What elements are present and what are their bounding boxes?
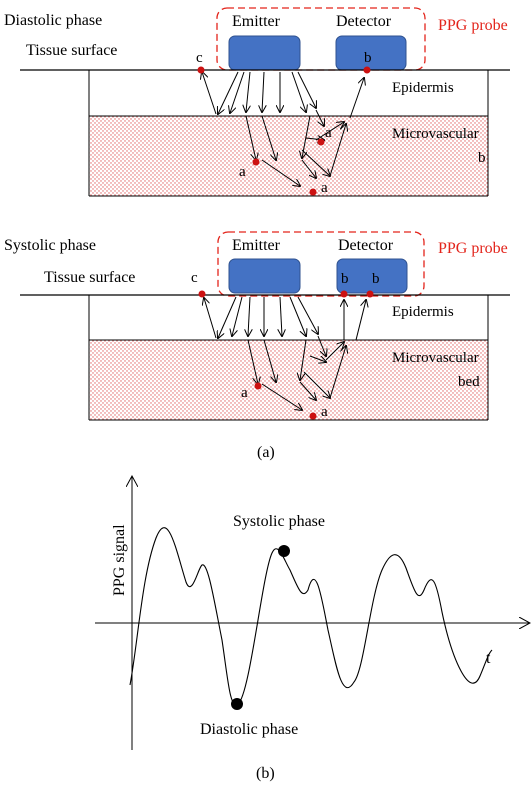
ppg-waveform-panel: PPG signal t Systolic phase Diastolic ph…: [95, 476, 530, 750]
light-ray: [315, 109, 324, 126]
light-ray: [218, 296, 237, 338]
point-a-label: a: [321, 404, 328, 420]
absorption-point-a: [252, 158, 260, 166]
light-ray: [204, 298, 217, 339]
point-b-label: b: [364, 50, 372, 66]
point-c-label: c: [196, 50, 203, 66]
light-ray: [202, 72, 217, 115]
point-c-label: c: [191, 270, 198, 286]
tissue-surface-label: Tissue surface: [26, 42, 117, 59]
point-a-label: a: [241, 385, 248, 401]
light-ray: [261, 159, 300, 186]
microvascular-label: Microvascular: [392, 350, 479, 366]
light-ray: [325, 342, 344, 361]
tissue-surface-label: Tissue surface: [44, 269, 135, 286]
diastolic-trough-marker: [231, 698, 243, 710]
light-ray: [315, 122, 344, 141]
microvascular-bed: [89, 340, 488, 420]
detector-label: Detector: [336, 13, 392, 30]
point-a-label: a: [325, 125, 332, 141]
light-ray: [349, 78, 364, 119]
light-ray: [297, 296, 318, 334]
panel-a-caption: (a): [257, 444, 275, 461]
epidermis-label: Epidermis: [392, 304, 454, 320]
detector-label: Detector: [338, 237, 394, 254]
scatter-point-c: [197, 66, 205, 74]
detector-point-b: [340, 290, 348, 298]
light-ray: [218, 71, 239, 114]
absorption-point-a: [254, 382, 262, 390]
detector-point-b: [363, 66, 371, 74]
light-ray: [262, 71, 264, 112]
systolic-diagram: Systolic phase Tissue surface PPG probe …: [4, 231, 510, 421]
diastolic-light-paths: [202, 72, 364, 186]
light-ray: [247, 339, 258, 384]
light-ray: [301, 159, 316, 178]
light-ray: [355, 300, 366, 341]
light-ray: [261, 383, 302, 410]
light-ray: [301, 149, 330, 176]
light-ray: [230, 71, 245, 113]
microvascular-label: Microvascular: [392, 126, 479, 142]
light-ray: [245, 115, 256, 160]
point-a-label: a: [239, 164, 246, 180]
emitter-label: Emitter: [232, 13, 281, 30]
emitter-block: [228, 258, 301, 294]
light-ray: [232, 296, 243, 336]
light-ray: [309, 355, 326, 362]
ppg-probe-label: PPG probe: [438, 17, 508, 34]
light-ray: [263, 339, 276, 382]
light-ray: [261, 115, 276, 160]
y-axis-label: PPG signal: [111, 524, 128, 596]
absorption-point-a: [309, 188, 317, 196]
point-b-label: b: [372, 271, 380, 287]
x-axis-label: t: [486, 650, 491, 667]
light-ray: [280, 296, 282, 336]
point-b-label: b: [341, 271, 349, 287]
absorption-point-a: [309, 412, 317, 420]
systolic-peak-marker: [278, 545, 290, 557]
ppg-probe-label: PPG probe: [438, 240, 508, 257]
light-ray: [329, 346, 346, 399]
panel-b-caption: (b): [256, 765, 275, 782]
light-ray: [289, 296, 306, 336]
epidermis-label: Epidermis: [392, 80, 454, 96]
emitter-block: [228, 35, 301, 71]
light-ray: [299, 381, 316, 400]
microvascular-label-2: b: [478, 150, 486, 166]
scatter-point-c: [198, 290, 206, 298]
ppg-waveform: [129, 527, 493, 706]
diastolic-diagram: Diastolic phase Tissue surface PPG probe…: [4, 7, 510, 197]
absorption-point-a: [317, 138, 325, 146]
light-ray: [246, 71, 250, 112]
systolic-light-paths: [204, 297, 366, 410]
light-ray: [300, 339, 307, 380]
diastolic-phase-title: Diastolic phase: [4, 12, 102, 29]
microvascular-label-2: bed: [458, 374, 480, 390]
ppg-probe-outline: [217, 231, 425, 297]
light-ray: [317, 335, 326, 356]
systolic-phase-label: Systolic phase: [233, 513, 325, 530]
light-ray: [329, 124, 346, 177]
light-ray: [291, 71, 306, 112]
microvascular-bed: [89, 116, 488, 196]
light-ray: [248, 296, 250, 336]
point-a-label: a: [321, 180, 328, 196]
emitter-label: Emitter: [232, 237, 281, 254]
light-ray: [303, 371, 330, 398]
diastolic-phase-label: Diastolic phase: [200, 721, 298, 738]
systolic-phase-title: Systolic phase: [4, 237, 96, 254]
light-ray: [297, 71, 316, 108]
detector-point-b: [366, 290, 374, 298]
